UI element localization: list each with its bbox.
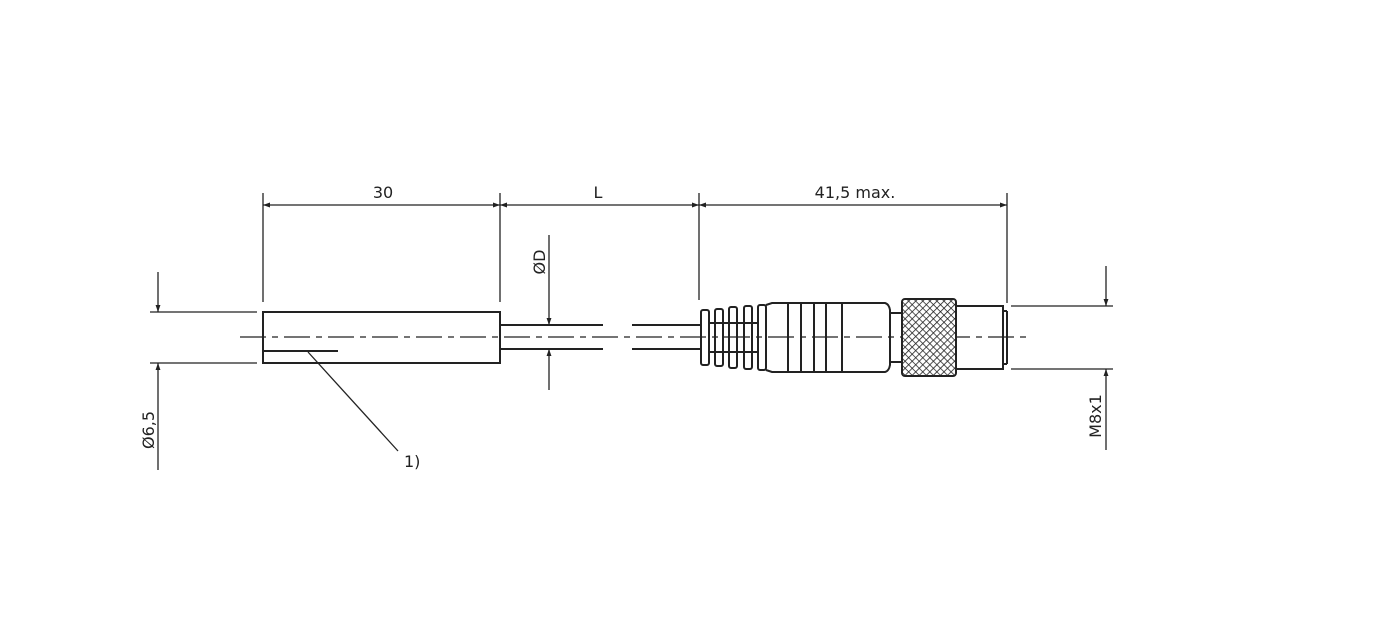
dim-cable-diameter: ØD — [530, 235, 552, 390]
dim-label-41-5: 41,5 max. — [815, 183, 896, 202]
dim-sensor-diameter: Ø6,5 — [139, 272, 257, 470]
dim-label-30: 30 — [373, 183, 393, 202]
sensor-body: 1) — [262, 311, 501, 471]
callout-1: 1) — [404, 452, 420, 471]
knurled-nut — [901, 298, 957, 377]
dim-thread: M8x1 — [1011, 266, 1113, 450]
cable — [500, 324, 700, 350]
dim-label-L: L — [594, 183, 603, 202]
top-dimension-chain: 30 L 41,5 max. — [262, 183, 1008, 303]
dim-label-m8x1: M8x1 — [1086, 394, 1105, 438]
m8-connector — [700, 298, 1008, 377]
dim-label-diameter-6-5: Ø6,5 — [139, 411, 158, 449]
leader-line — [307, 351, 399, 452]
dim-label-diameter-D: ØD — [530, 250, 549, 275]
